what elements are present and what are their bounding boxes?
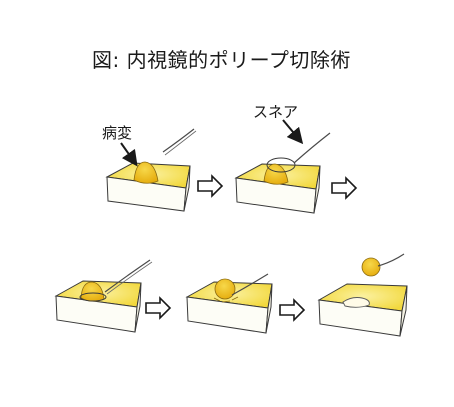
lesion-label: 病変 [102,124,133,142]
step-3-snare-wire-2 [106,261,153,295]
step-5-resection-wound [342,297,370,308]
snare-label: スネア [253,103,299,121]
step-2-snare-loop [266,157,296,173]
step-4-tissue-mark [213,296,239,303]
snare-pointer-arrow [282,119,304,145]
flow-arrow-2 [331,176,358,200]
step-4-snare-wire [231,273,269,296]
step-1-endoscope-line [162,128,195,153]
flow-arrow-3 [145,296,172,320]
step-5-tissue-block [317,283,408,337]
diagram-title: 図: 内視鏡的ポリープ切除術 [92,48,351,72]
step-5-removed-polyp [361,257,381,277]
flow-arrow-1 [197,174,224,198]
step-1-polyp [133,161,159,184]
flow-arrow-4 [279,298,306,322]
step-3-snare-wire [104,259,151,293]
step-4-polyp [214,278,236,300]
step-1-endoscope-line-2 [164,130,197,156]
step-5-snare-wire [377,253,405,267]
step-3-snare-loop [79,292,107,302]
step-2-snare-wire [293,132,331,164]
lesion-pointer-arrow [120,142,138,167]
